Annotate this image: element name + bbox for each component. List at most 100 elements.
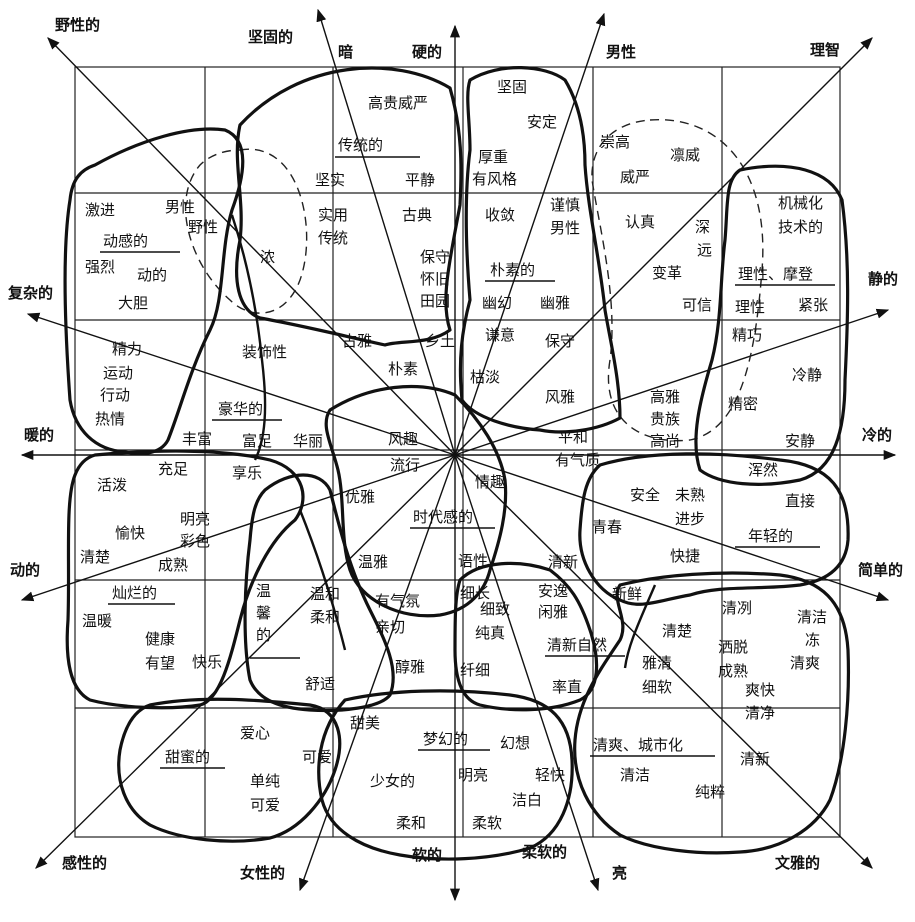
word: 轻快 [535,766,565,784]
word: 亲切 [375,618,405,636]
word: 风趣 [388,430,418,448]
word: 柔和 [310,608,340,626]
axis-label-bottom-right: 文雅的 [775,854,820,872]
title-rational: 理性、摩登 [738,265,813,283]
word: 朴素 [388,360,418,378]
axis-label-bottom-right-inner: 亮 [612,864,627,882]
word: 怀旧 [420,270,450,288]
word: 丰富 [182,430,212,448]
word: 充足 [158,460,188,478]
word: 精密 [728,395,758,413]
word: 冻 [805,631,820,649]
word: 安定 [527,113,557,131]
word: 甜美 [350,714,380,732]
word: 活泼 [97,476,127,494]
title-traditional: 传统的 [338,136,383,154]
word-labels: 高贵威严 坚实 平静 实用 传统 古典 保守 怀旧 田园 浓 坚固 安定 厚重 … [80,78,828,832]
word: 细软 [642,678,672,696]
word: 理性 [735,298,765,316]
word: 实用 [318,206,348,224]
word: 单纯 [250,772,280,790]
word: 大胆 [118,294,148,312]
word: 安全 [630,486,660,504]
word: 舒适 [305,675,335,693]
title-simple: 朴素的 [490,261,535,279]
word: 健康 [145,630,175,648]
word: 浑然 [748,461,778,479]
word: 冷静 [792,366,822,384]
word: 可爱 [250,796,280,814]
word: 精巧 [732,326,762,344]
axis-label-upper-right: 静的 [868,270,898,288]
word: 枯淡 [470,368,500,386]
word: 洒脱 [718,638,748,656]
word: 坚实 [315,171,345,189]
word: 高尚 [650,432,680,450]
word: 清新 [740,750,770,768]
word: 男性 [550,219,580,237]
word: 清楚 [662,622,692,640]
word: 华丽 [293,432,323,450]
word: 高贵威严 [368,94,428,112]
word: 清净 [745,704,775,722]
word: 成熟 [718,662,748,680]
axis-label-bottom-left: 感性的 [62,854,107,872]
word: 风雅 [545,388,575,406]
word: 机械化 [778,194,823,212]
word: 浓 [260,248,275,266]
word: 纤细 [460,661,490,679]
word: 纯真 [475,624,505,642]
word: 深 [695,218,710,236]
title-sweet: 甜蜜的 [165,748,210,766]
word: 幻想 [500,734,530,752]
word: 优雅 [345,488,375,506]
title-underlines [100,156,835,769]
axis-label-bottom-left-inner: 女性的 [240,864,285,882]
word: 未熟 [675,486,705,504]
word: 温 [256,582,271,600]
axis-label-lower-right: 简单的 [858,561,903,579]
word: 可爱 [302,748,332,766]
axis-label-bottom-center-right: 柔软的 [522,843,567,861]
word: 明亮 [458,766,488,784]
word: 传统 [318,229,348,247]
word: 装饰性 [242,343,287,361]
title-modern: 时代感的 [413,508,473,526]
word: 乡土 [425,332,455,350]
word: 享乐 [232,464,262,482]
word: 强烈 [85,258,115,276]
word: 爽快 [745,681,775,699]
word: 保守 [420,248,450,266]
word: 崇高 [600,133,630,151]
word: 男性 [165,198,195,216]
word: 激进 [85,201,115,219]
axis-label-top-left-inner: 坚固的 [248,28,293,46]
axis-label-upper-left: 复杂的 [7,284,53,302]
word: 率直 [552,678,582,696]
word: 醇雅 [395,658,425,676]
word: 流行 [390,456,420,474]
word: 进步 [675,510,705,528]
word: 闲雅 [538,603,568,621]
dashed-region-right [591,119,764,442]
axis-label-top-center-left: 暗 [338,43,353,61]
word: 坚固 [497,78,527,96]
axis-label-lower-left: 动的 [10,561,40,579]
title-luxurious: 豪华的 [218,400,263,418]
word: 厚重 [478,148,508,166]
word: 细致 [480,600,510,618]
word: 凛威 [670,146,700,164]
word: 彩色 [180,532,210,550]
group-titles: 传统的 动感的 朴素的 理性、摩登 豪华的 时代感的 年轻的 灿烂的 清新自然 … [103,136,813,766]
word: 清楚 [80,548,110,566]
title-brilliant: 灿烂的 [112,584,157,602]
word: 的 [256,626,271,644]
title-fresh-natural: 清新自然 [547,636,607,654]
axis-label-top-center-right: 硬的 [412,43,442,61]
word: 可信 [682,296,712,314]
word: 田园 [420,292,450,310]
word: 有气氛 [375,592,420,610]
title-dreamy: 梦幻的 [423,730,468,748]
